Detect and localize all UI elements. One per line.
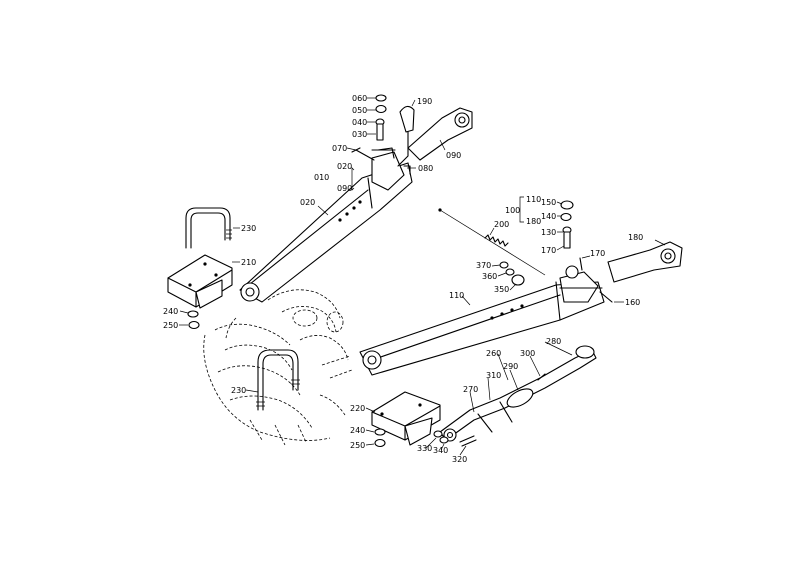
washers-350-370 bbox=[499, 261, 525, 286]
callout-080: 080 bbox=[418, 164, 433, 173]
callout-180-group: 180 bbox=[526, 217, 541, 226]
callout-340: 340 bbox=[433, 446, 448, 455]
callout-060: 060 bbox=[352, 94, 367, 103]
callout-100: 100 bbox=[505, 206, 520, 215]
pin-320 bbox=[459, 435, 477, 447]
callout-250-lower: 250 bbox=[350, 441, 365, 450]
callout-110: 110 bbox=[449, 291, 464, 300]
clip-080 bbox=[403, 165, 411, 175]
left-lower-link bbox=[239, 147, 413, 303]
bracket-lower bbox=[371, 391, 441, 446]
washers-330-340 bbox=[433, 430, 449, 444]
callout-260: 260 bbox=[486, 349, 501, 358]
left-lift-rod bbox=[407, 107, 473, 161]
callout-220: 220 bbox=[350, 404, 365, 413]
callout-310: 310 bbox=[486, 371, 501, 380]
callout-110-group: 110 bbox=[526, 195, 541, 204]
callout-190: 190 bbox=[417, 97, 432, 106]
callout-070: 070 bbox=[332, 144, 347, 153]
callout-200: 200 bbox=[494, 220, 509, 229]
callout-250-upper: 250 bbox=[163, 321, 178, 330]
callout-320: 320 bbox=[452, 455, 467, 464]
callout-170: 170 bbox=[590, 249, 605, 258]
callout-090-group: 090 bbox=[337, 184, 352, 193]
callout-360: 360 bbox=[482, 272, 497, 281]
u-bolt-lower bbox=[256, 349, 300, 411]
washers-lower bbox=[374, 428, 386, 448]
callout-180: 180 bbox=[628, 233, 643, 242]
callout-020-group: 020 bbox=[337, 162, 352, 171]
callout-150: 150 bbox=[541, 198, 556, 207]
callout-270: 270 bbox=[463, 385, 478, 394]
right-lift-rod bbox=[607, 241, 683, 283]
callout-050: 050 bbox=[352, 106, 367, 115]
tractor-housing-outline bbox=[203, 289, 353, 446]
callout-040: 040 bbox=[352, 118, 367, 127]
callout-020: 020 bbox=[300, 198, 315, 207]
callout-130: 130 bbox=[541, 228, 556, 237]
callout-230-lower: 230 bbox=[231, 386, 246, 395]
right-link-top-hardware bbox=[560, 200, 613, 303]
bracket-upper bbox=[167, 254, 233, 309]
callout-140: 140 bbox=[541, 212, 556, 221]
callout-330: 330 bbox=[417, 444, 432, 453]
callout-labels: 060 050 040 030 190 090 070 020 010 090 … bbox=[163, 94, 643, 464]
callout-370: 370 bbox=[476, 261, 491, 270]
callout-170-left: 170 bbox=[541, 246, 556, 255]
callout-210: 210 bbox=[241, 258, 256, 267]
callout-230-upper: 230 bbox=[241, 224, 256, 233]
callout-090-top: 090 bbox=[446, 151, 461, 160]
stabilizer-turnbuckle bbox=[439, 345, 597, 442]
callout-240-lower: 240 bbox=[350, 426, 365, 435]
washers-upper bbox=[187, 310, 200, 330]
callout-350: 350 bbox=[494, 285, 509, 294]
callout-300: 300 bbox=[520, 349, 535, 358]
right-lower-link bbox=[359, 265, 605, 376]
spring-200 bbox=[438, 208, 546, 276]
callout-160: 160 bbox=[625, 298, 640, 307]
callout-010: 010 bbox=[314, 173, 329, 182]
callout-280: 280 bbox=[546, 337, 561, 346]
leader-lines bbox=[179, 97, 666, 456]
u-bolt-upper bbox=[185, 207, 232, 249]
callout-290: 290 bbox=[503, 362, 518, 371]
callout-240-upper: 240 bbox=[163, 307, 178, 316]
callout-030: 030 bbox=[352, 130, 367, 139]
